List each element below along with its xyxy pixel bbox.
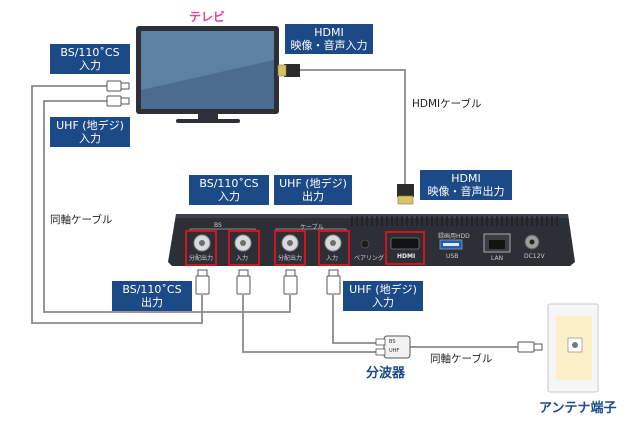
port-label-distribution-out-2: 分配出力 xyxy=(278,255,303,262)
hdmi-out-highlight xyxy=(385,231,425,265)
tv-uhf-input-line1: UHF (地デジ) xyxy=(56,119,124,132)
port-label-usb-hdd: 録画用HDD xyxy=(438,233,470,240)
tv-hdmi-input-label: HDMI 映像・音声入力 xyxy=(285,24,373,54)
port-group-cable: ケーブル xyxy=(300,224,324,231)
uhf-in-highlight xyxy=(318,230,350,266)
antenna-outlet-icon xyxy=(547,303,599,393)
coax-splitter-uhf-cable xyxy=(332,295,386,344)
tv-bs-input-label: BS/110˚CS 入力 xyxy=(50,44,130,74)
splitter-port-bs: BS xyxy=(389,339,396,345)
recorder-bs-output-label: BS/110˚CS 出力 xyxy=(112,281,192,311)
rf-plug-icon xyxy=(517,341,543,353)
splitter-port-uhf: UHF xyxy=(389,348,400,354)
coax-cable-label-left: 同軸ケーブル xyxy=(50,214,113,226)
tv-bs-input-line1: BS/110˚CS xyxy=(60,46,120,59)
bs-in-highlight xyxy=(228,230,260,266)
recorder-uhf-input-line1: UHF (地デジ) xyxy=(349,283,417,296)
recorder-bs-input-line2: 入力 xyxy=(218,190,240,203)
recorder-uhf-input-label: UHF (地デジ) 入力 xyxy=(343,281,423,311)
coax-splitter-bs-cable xyxy=(242,295,386,353)
port-label-lan: LAN xyxy=(491,255,504,262)
recorder-hdmi-output-line1: HDMI xyxy=(451,172,481,185)
splitter-icon xyxy=(375,335,411,359)
recorder-uhf-output-label: UHF (地デジ) 出力 xyxy=(274,175,352,205)
hdmi-plug-icon xyxy=(397,184,414,205)
uhf-out-highlight xyxy=(274,230,306,266)
port-label-dc: DC12V xyxy=(524,253,545,260)
splitter-label: 分波器 xyxy=(366,366,406,381)
recorder-uhf-output-line1: UHF (地デジ) xyxy=(279,177,347,190)
port-label-input-1: 入力 xyxy=(236,255,249,262)
recorder-hdmi-output-line2: 映像・音声出力 xyxy=(427,185,505,198)
tv-label: テレビ xyxy=(189,10,226,24)
bs-out-highlight xyxy=(185,230,217,266)
hdmi-cable-label: HDMIケーブル xyxy=(412,98,482,110)
recorder-hdmi-output-label: HDMI 映像・音声出力 xyxy=(420,170,512,200)
tv-bs-input-line2: 入力 xyxy=(79,59,101,72)
coax-cable-label-right: 同軸ケーブル xyxy=(430,353,493,365)
recorder-bs-output-line1: BS/110˚CS xyxy=(122,283,182,296)
rf-ports xyxy=(193,234,342,252)
coax-uhf-cable xyxy=(43,100,291,313)
tv-uhf-input-line2: 入力 xyxy=(79,132,101,145)
rf-plug-icon xyxy=(195,269,341,295)
port-group-bs: BS xyxy=(214,222,222,229)
port-label-input-2: 入力 xyxy=(326,255,339,262)
port-label-distribution-out-1: 分配出力 xyxy=(189,255,214,262)
recorder-bs-input-line1: BS/110˚CS xyxy=(199,177,259,190)
recorder-bs-input-label: BS/110˚CS 入力 xyxy=(189,175,269,205)
antenna-label: アンテナ端子 xyxy=(539,401,617,416)
port-label-usb: USB xyxy=(446,253,459,260)
recorder-uhf-input-line2: 入力 xyxy=(372,296,394,309)
port-label-hdmi: HDMI xyxy=(397,253,416,260)
tv-uhf-input-label: UHF (地デジ) 入力 xyxy=(50,117,130,147)
recorder-uhf-output-line2: 出力 xyxy=(302,190,324,203)
recorder-bs-output-line2: 出力 xyxy=(141,296,163,309)
recorder-body xyxy=(168,214,575,266)
hdmi-cable xyxy=(300,69,406,185)
tv-hdmi-input-line1: HDMI xyxy=(314,26,344,39)
hdmi-plug-icon xyxy=(277,64,300,77)
rf-plug-icon xyxy=(106,80,130,107)
tv-hdmi-input-line2: 映像・音声入力 xyxy=(290,39,368,52)
coax-bs-cable xyxy=(31,85,203,324)
tv-icon xyxy=(136,26,279,123)
port-label-pairing: ペアリング xyxy=(354,255,385,262)
cables xyxy=(31,69,520,353)
